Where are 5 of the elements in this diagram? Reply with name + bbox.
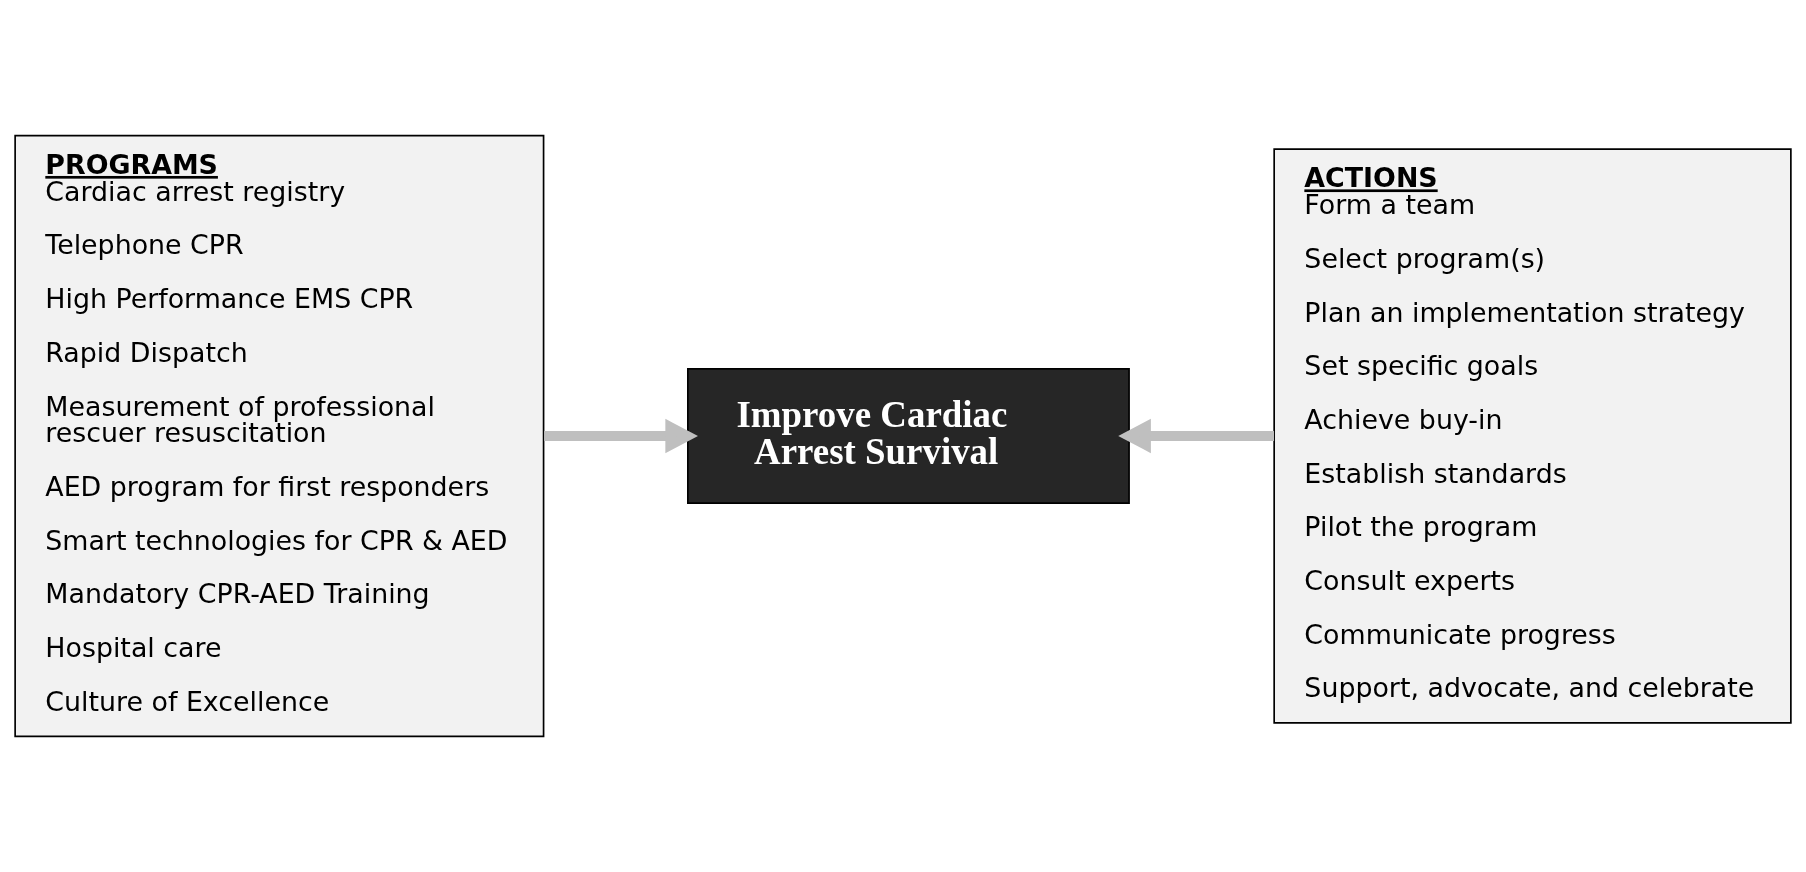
- arrow: [544, 418, 698, 454]
- node-box: Improve Cardiac Arrest Survival: [687, 368, 1130, 504]
- node-box: ACTIONS Form a team Select program(s) Plan an implementation strategy Set specific goals Achieve buy-in Establish standards Pilot the program Consult experts Communicate progress Support, advocate, and celebrate: [1273, 148, 1792, 724]
- arrow: [1118, 418, 1275, 454]
- node-box: PROGRAMS Cardiac arrest registry Telephone CPR High Performance EMS CPR Rapid Dispatch Measurement of professional rescuer resuscitation AED program for first responders Smart technologies for CPR & AED Mandatory CPR-AED Training Hospital care Culture of Excellence: [14, 134, 545, 738]
